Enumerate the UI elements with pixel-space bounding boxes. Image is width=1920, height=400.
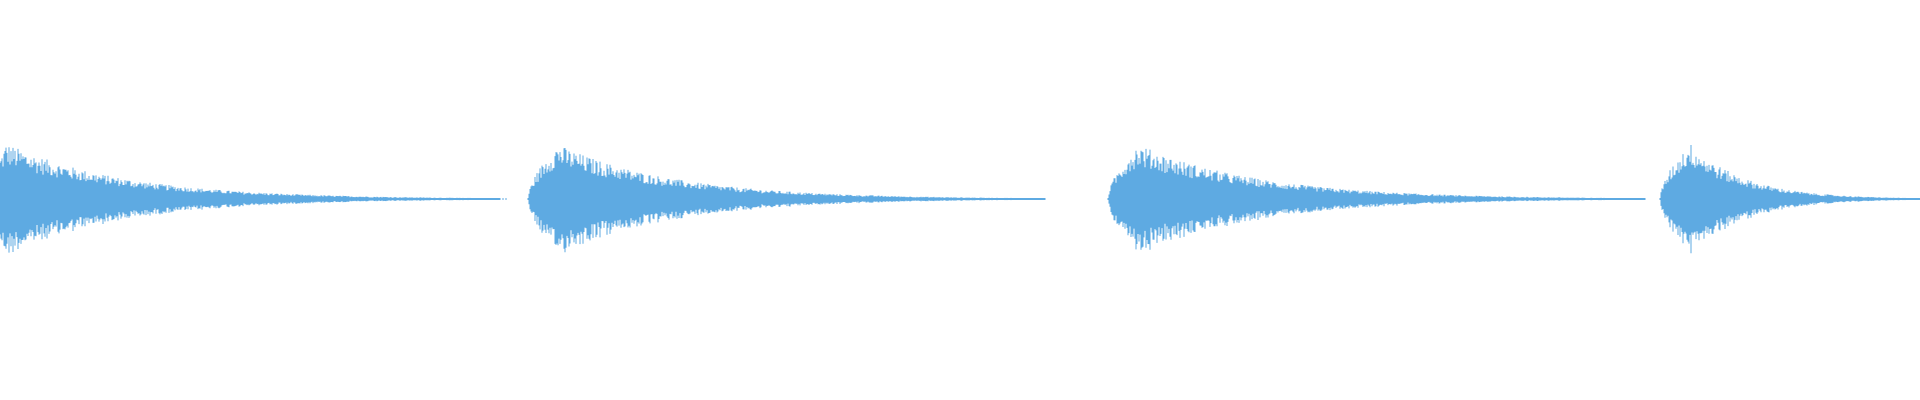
waveform-segment	[0, 147, 501, 253]
waveform-segments	[0, 145, 1920, 254]
waveform-envelope	[527, 148, 1046, 253]
waveform-segment	[1107, 148, 1646, 250]
waveform-segment	[527, 148, 1046, 253]
waveform-envelope	[0, 147, 501, 253]
waveform-segment	[1659, 145, 1920, 254]
